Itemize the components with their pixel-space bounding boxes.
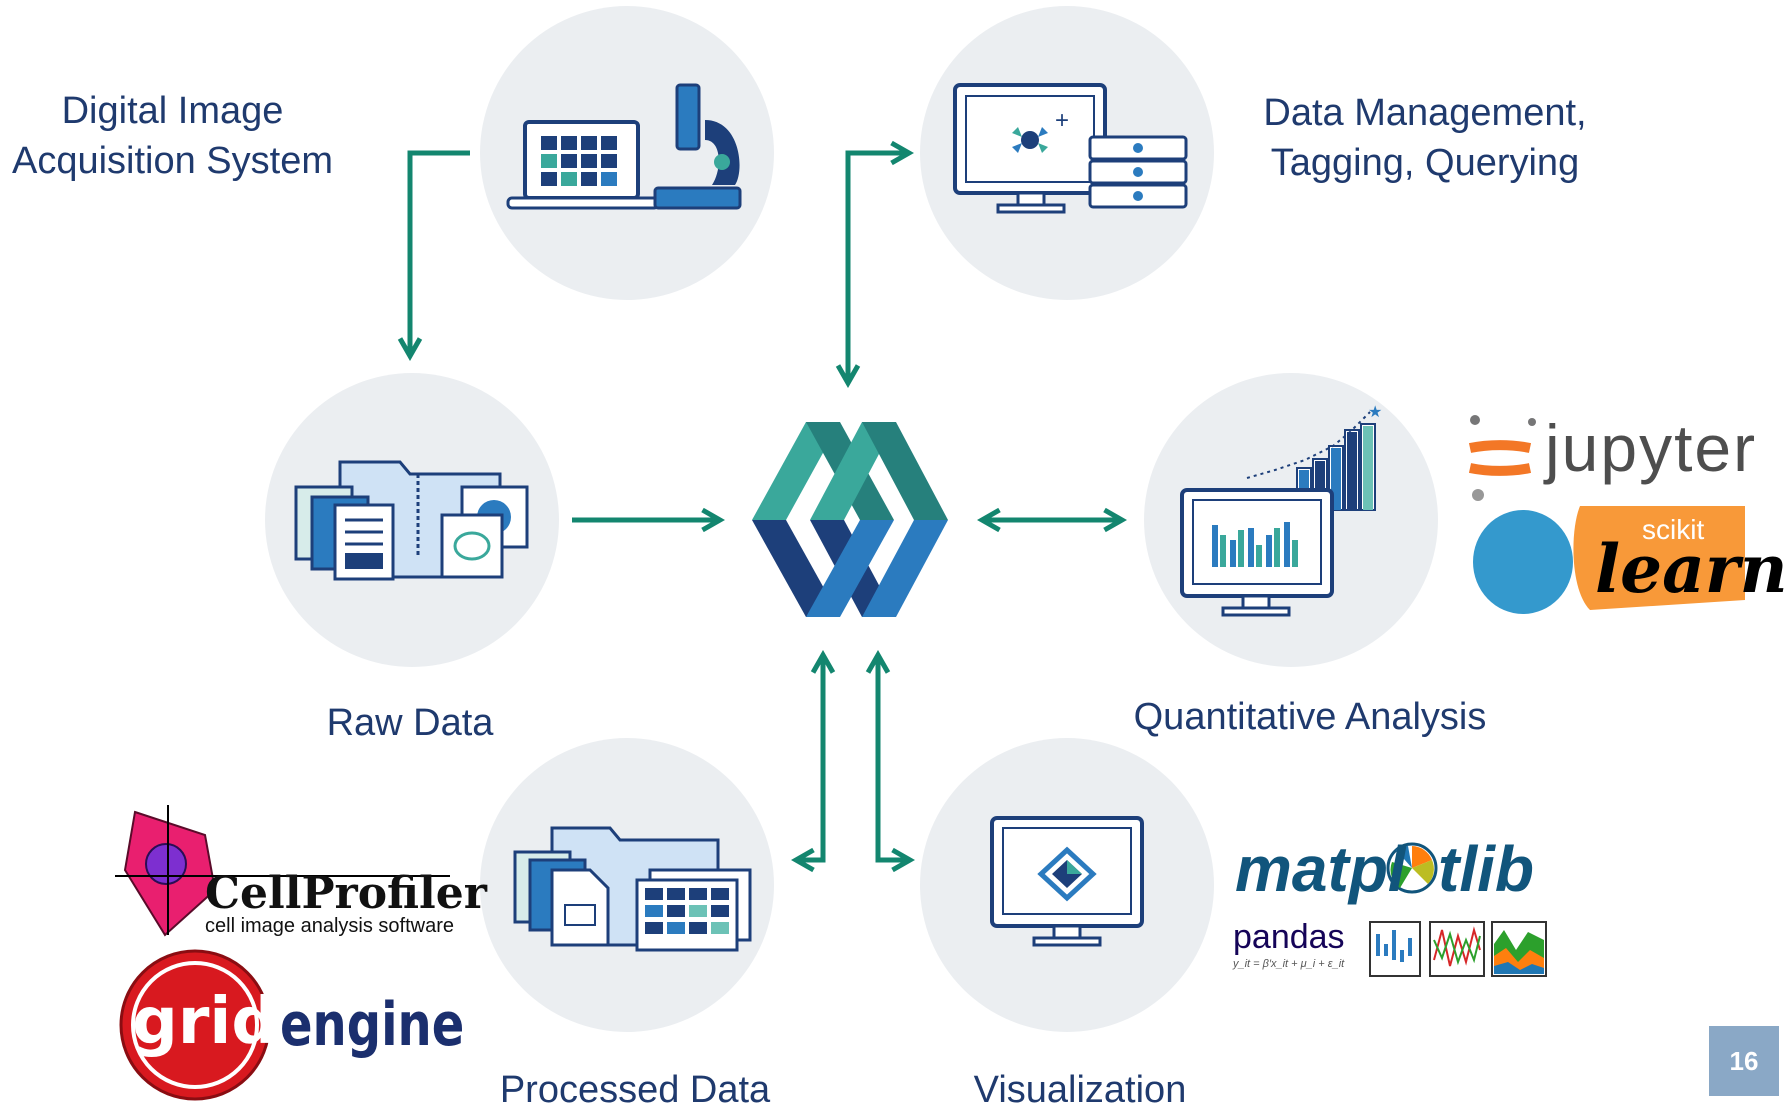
arrow-hub-processed [790, 649, 836, 873]
data-management-label-line1: Data Management, [1263, 92, 1587, 134]
svg-text:+: + [1055, 107, 1069, 134]
raw-data-folder-icon [294, 460, 529, 581]
hub-logo [752, 422, 948, 617]
page-number: 16 [1709, 1026, 1779, 1096]
matplotlib-logo [1386, 842, 1438, 894]
arrow-acquisition-to-raw [397, 150, 470, 362]
visualization-label: Visualization [973, 1069, 1187, 1111]
pandas-formula: y_it = β′x_it + μ_i + ε_it [1233, 958, 1345, 970]
database-monitor-icon: + [953, 83, 1188, 214]
pandas-chart-thumbnails [1369, 921, 1547, 977]
jupyter-logo [1468, 415, 1536, 501]
processed-data-folder-icon [513, 826, 752, 952]
engine-wordmark: engine [280, 990, 465, 1060]
matplotlib-wordmark-left: matpl [1235, 833, 1406, 905]
jupyter-wordmark: jupyter [1545, 411, 1758, 485]
svg-text:★: ★ [1368, 404, 1382, 421]
raw-data-label: Raw Data [326, 702, 494, 744]
cellprofiler-subtitle: cell image analysis software [205, 915, 454, 937]
scikit-wordmark: scikit [1642, 514, 1705, 545]
cellprofiler-wordmark: CellProfiler [205, 868, 487, 919]
data-management-label: Data Management, Tagging, Querying [1245, 88, 1605, 188]
acquisition-label-line2: Acquisition System [11, 140, 333, 182]
grid-engine-logo [119, 949, 271, 1101]
learn-wordmark: learn [1595, 530, 1788, 608]
cellprofiler-logo [115, 805, 450, 937]
arrow-datamgmt-bidirectional [835, 140, 915, 389]
acquisition-label: Digital Image Acquisition System [0, 86, 345, 186]
processed-data-label: Processed Data [499, 1069, 771, 1111]
analytics-monitor-icon: ★ [1180, 404, 1382, 617]
quantitative-analysis-label: Quantitative Analysis [1133, 696, 1487, 738]
data-management-label-line2: Tagging, Querying [1270, 142, 1580, 184]
arrow-hub-visualization [865, 649, 916, 873]
visualization-monitor-icon [990, 816, 1144, 947]
grid-wordmark: grid [132, 985, 278, 1059]
matplotlib-wordmark-right: tlib [1438, 833, 1534, 905]
pandas-wordmark: pandas [1233, 918, 1345, 956]
acquisition-label-line1: Digital Image [61, 90, 284, 132]
scikit-learn-logo [1473, 506, 1745, 614]
microscope-laptop-icon [506, 83, 742, 210]
